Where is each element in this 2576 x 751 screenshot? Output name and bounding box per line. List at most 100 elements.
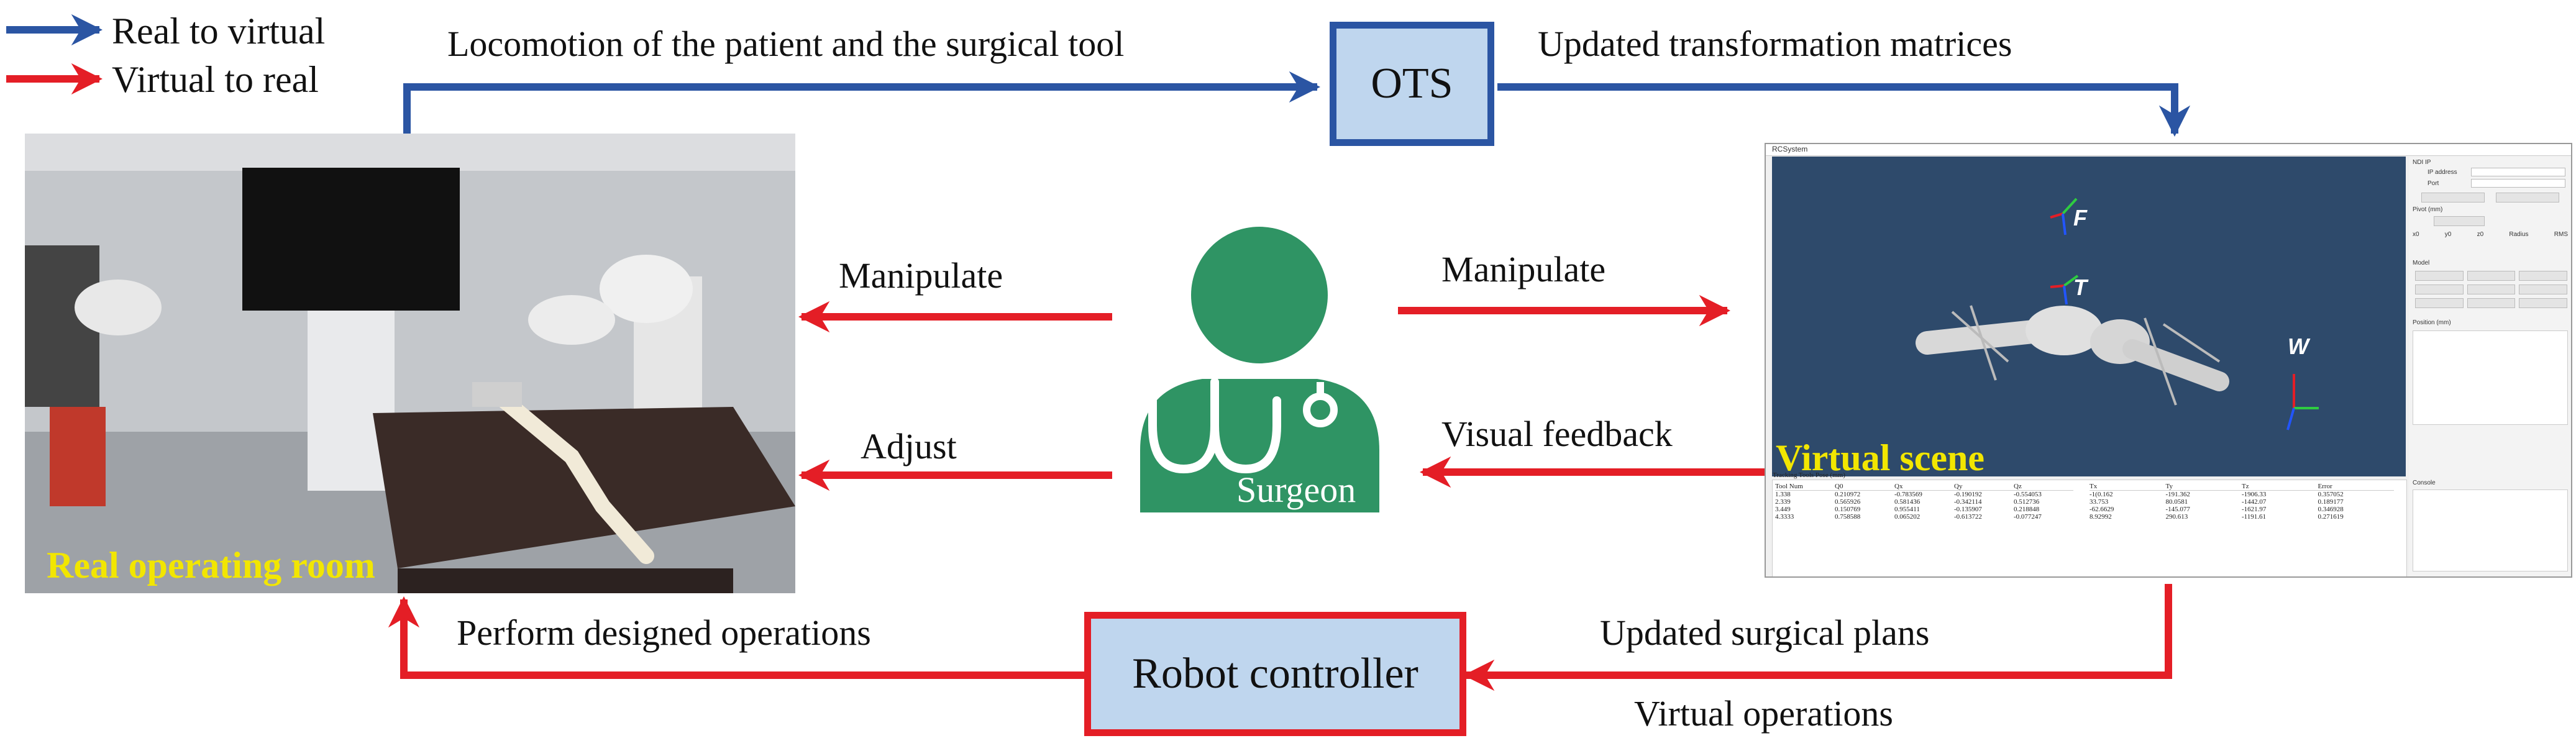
- window-title: RCSystem: [1772, 145, 1808, 153]
- table-header-cell: Error: [2318, 483, 2332, 490]
- label-virtual-ops: Virtual operations: [1634, 693, 1893, 734]
- arrow-locomotion: [403, 71, 1321, 134]
- table-cell: -1191.61: [2242, 513, 2267, 521]
- pivot-col: y0: [2444, 231, 2452, 238]
- virtual-caption: Virtual scene: [1776, 437, 1985, 478]
- label-locomotion: Locomotion of the patient and the surgic…: [447, 24, 1125, 64]
- model-button[interactable]: [2467, 271, 2516, 281]
- table-cell: -62.6629: [2090, 506, 2114, 513]
- table-cell: 0.357052: [2318, 491, 2344, 498]
- table-cell: -0.554053: [2014, 491, 2042, 498]
- table-row: 4.3333 0.758588 0.065202 -0.613722 -0.07…: [1775, 513, 2073, 521]
- table-cell: -1442.07: [2242, 498, 2267, 506]
- table-header-cell: Q0: [1835, 483, 1843, 490]
- legend-real-to-virtual: Real to virtual: [112, 11, 326, 52]
- model-button[interactable]: [2415, 271, 2464, 281]
- model-button[interactable]: [2467, 298, 2516, 308]
- table-cell: 8.92992: [2090, 513, 2112, 521]
- table-cell: 0.346928: [2318, 506, 2344, 513]
- table-header-cell: Tool Num: [1775, 483, 1803, 490]
- table-header-cell: Tz: [2242, 483, 2249, 490]
- table-row: 1.338 0.210972 -0.783569 -0.190192 -0.55…: [1775, 491, 2073, 498]
- table-cell: 2.339: [1775, 498, 1791, 506]
- ip-address-label: IP address: [2428, 169, 2457, 176]
- table-row: -62.6629 -145.077 -1621.97 0.346928: [2090, 506, 2394, 513]
- table-cell: 0.758588: [1835, 513, 1861, 521]
- table-cell: 0.218848: [2014, 506, 2040, 513]
- table-row: 8.92992 290.613 -1191.61 0.271619: [2090, 513, 2394, 521]
- label-updated-matrices: Updated transformation matrices: [1538, 24, 2012, 64]
- table-cell: -191.362: [2165, 491, 2190, 498]
- model-button[interactable]: [2415, 298, 2464, 308]
- table-row: 2.339 0.565926 0.581436 -0.342114 0.5127…: [1775, 498, 2073, 506]
- model-button[interactable]: [2519, 284, 2567, 294]
- ots-box: OTS: [1330, 22, 1494, 146]
- table-right: Tx Ty Tz Error -1(0.162 -191.362 -1906.3…: [2090, 483, 2394, 521]
- label-adjust: Adjust: [861, 426, 957, 467]
- virtual-3d-view: F T W Virtual scene: [1772, 157, 2406, 476]
- table-cell: -0.077247: [2014, 513, 2042, 521]
- ndi-ip-label: NDI IP: [2413, 159, 2431, 166]
- label-updated-plans: Updated surgical plans: [1600, 612, 1930, 653]
- table-header: Tx Ty Tz Error: [2090, 483, 2394, 491]
- operating-room-photo: Real operating room: [25, 134, 795, 593]
- arrow-perform-ops: [388, 596, 1084, 679]
- table-header-cell: Qy: [1954, 483, 1963, 490]
- surgeon-icon: Surgeon: [1121, 221, 1398, 512]
- virtual-scene-window: RCSystem: [1765, 143, 2572, 578]
- table-row: -1(0.162 -191.362 -1906.33 0.357052: [2090, 491, 2394, 498]
- frame-label-t: T: [2073, 275, 2087, 300]
- disconnect-button[interactable]: [2496, 193, 2559, 203]
- tracking-table-title: Tracking Tools Pose (mm): [1773, 471, 1845, 479]
- table-header-cell: Qx: [1894, 483, 1903, 490]
- table-cell: 0.565926: [1835, 498, 1861, 506]
- table-row: 33.753 80.0581 -1442.07 0.189177: [2090, 498, 2394, 506]
- pivot-col: RMS: [2554, 231, 2568, 238]
- table-cell: 0.271619: [2318, 513, 2344, 521]
- table-cell: 1.338: [1775, 491, 1791, 498]
- console-label: Console: [2413, 480, 2436, 486]
- position-box: [2413, 330, 2568, 425]
- model-button[interactable]: [2415, 284, 2464, 294]
- port-label: Port: [2428, 180, 2439, 187]
- table-cell: -1(0.162: [2090, 491, 2113, 498]
- photo-caption: Real operating room: [47, 545, 375, 586]
- table-cell: 3.449: [1775, 506, 1791, 513]
- table-left: Tool Num Q0 Qx Qy Qz 1.338 0.210972 -0.7…: [1775, 483, 2073, 521]
- table-header-cell: Ty: [2165, 483, 2173, 490]
- label-manipulate-left: Manipulate: [839, 255, 1003, 296]
- table-cell: 33.753: [2090, 498, 2109, 506]
- table-cell: 0.189177: [2318, 498, 2344, 506]
- window-titlebar: RCSystem: [1766, 144, 2571, 156]
- pivot-button[interactable]: [2434, 216, 2485, 226]
- table-cell: -0.342114: [1954, 498, 1982, 506]
- tracking-table: Tracking Tools Pose (mm) Tool Num Q0 Qx …: [1772, 471, 2407, 576]
- robot-controller-box: Robot controller: [1084, 612, 1466, 736]
- pivot-label: Pivot (mm): [2413, 206, 2443, 213]
- table-header-cell: Qz: [2014, 483, 2022, 490]
- pivot-col: x0: [2413, 231, 2419, 238]
- label-visual-feedback: Visual feedback: [1441, 414, 1673, 454]
- table-cell: 80.0581: [2165, 498, 2188, 506]
- model-button[interactable]: [2519, 271, 2567, 281]
- table-cell: -1621.97: [2242, 506, 2267, 513]
- table-cell: -0.613722: [1954, 513, 1982, 521]
- connect-button[interactable]: [2421, 193, 2485, 203]
- table-cell: 0.955411: [1894, 506, 1920, 513]
- table-cell: 0.512736: [2014, 498, 2040, 506]
- arrow-updated-matrices: [1497, 83, 2191, 137]
- table-cell: -145.077: [2165, 506, 2190, 513]
- surgeon-label: Surgeon: [1236, 470, 1356, 510]
- model-button[interactable]: [2519, 298, 2567, 308]
- ip-address-field[interactable]: [2471, 168, 2565, 176]
- table-cell: -1906.33: [2242, 491, 2267, 498]
- pivot-columns: x0 y0 z0 Radius RMS: [2413, 231, 2568, 238]
- port-field[interactable]: [2471, 179, 2565, 188]
- table-cell: 0.150769: [1835, 506, 1861, 513]
- model-button[interactable]: [2467, 284, 2516, 294]
- model-buttons: [2415, 271, 2567, 308]
- pivot-col: Radius: [2509, 231, 2529, 238]
- model-label: Model: [2413, 260, 2430, 266]
